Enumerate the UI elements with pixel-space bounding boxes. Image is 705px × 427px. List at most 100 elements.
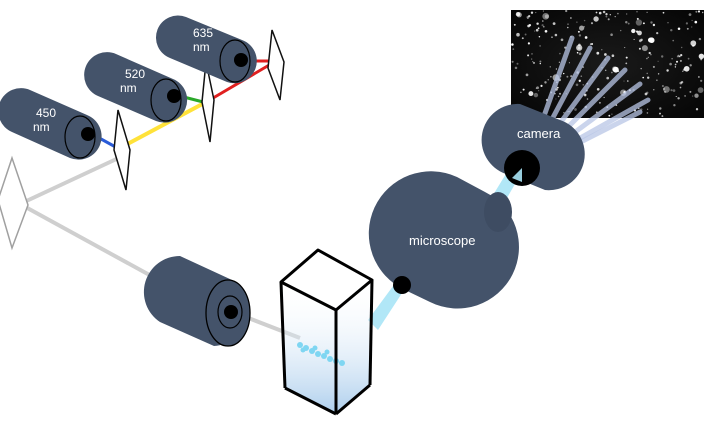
star-dot bbox=[656, 80, 657, 81]
star-dot bbox=[631, 29, 635, 33]
laser-635: 635 nm bbox=[156, 15, 257, 83]
star-dot bbox=[515, 67, 518, 70]
laser-450: 450 nm bbox=[0, 88, 102, 159]
star-dot bbox=[684, 95, 686, 97]
star-dot bbox=[593, 16, 598, 21]
star-dot bbox=[692, 45, 694, 47]
star-dot bbox=[680, 60, 682, 62]
star-dot bbox=[545, 14, 549, 18]
star-dot bbox=[528, 42, 530, 44]
laser-520: 520 nm bbox=[84, 52, 187, 123]
star-dot bbox=[627, 80, 629, 82]
star-dot bbox=[542, 24, 544, 26]
star-dot bbox=[659, 107, 661, 109]
star-dot bbox=[520, 92, 521, 93]
star-dot bbox=[576, 84, 579, 87]
star-dot bbox=[597, 88, 600, 91]
star-dot bbox=[653, 24, 655, 26]
star-dot bbox=[645, 93, 648, 96]
star-dot bbox=[544, 81, 546, 83]
star-dot bbox=[691, 26, 692, 27]
star-dot bbox=[611, 114, 612, 115]
star-dot bbox=[689, 91, 691, 93]
star-dot bbox=[606, 77, 609, 80]
star-dot bbox=[615, 16, 616, 17]
star-dot bbox=[661, 55, 663, 57]
star-dot bbox=[681, 47, 682, 48]
star-dot bbox=[569, 62, 570, 63]
star-dot bbox=[682, 71, 683, 72]
star-dot bbox=[535, 12, 536, 13]
star-dot bbox=[558, 96, 560, 98]
star-dot bbox=[517, 63, 519, 65]
laser-520-unit: nm bbox=[120, 81, 137, 95]
star-dot bbox=[698, 10, 700, 12]
star-dot bbox=[613, 67, 619, 73]
star-dot bbox=[548, 79, 549, 80]
star-dot bbox=[559, 53, 561, 55]
star-dot bbox=[539, 45, 541, 47]
star-dot bbox=[610, 14, 611, 15]
star-dot bbox=[692, 96, 693, 97]
star-dot bbox=[576, 45, 582, 51]
star-dot bbox=[538, 27, 540, 29]
star-dot bbox=[673, 89, 676, 92]
star-dot bbox=[634, 39, 635, 40]
laser-520-wavelength: 520 bbox=[125, 67, 145, 81]
star-dot bbox=[699, 38, 701, 40]
star-dot bbox=[567, 27, 569, 29]
star-dot bbox=[688, 58, 690, 60]
star-dot bbox=[585, 36, 588, 39]
star-dot bbox=[702, 12, 703, 13]
star-dot bbox=[608, 18, 610, 20]
star-dot bbox=[538, 90, 539, 91]
star-dot bbox=[675, 66, 676, 67]
star-dot bbox=[647, 77, 649, 79]
star-dot bbox=[526, 74, 529, 77]
star-dot bbox=[514, 24, 516, 26]
star-dot bbox=[698, 76, 699, 77]
star-dot bbox=[540, 85, 542, 87]
star-dot bbox=[699, 54, 704, 59]
star-dot bbox=[653, 89, 654, 90]
gray-beam-2 bbox=[20, 204, 155, 278]
star-dot bbox=[683, 69, 685, 71]
star-dot bbox=[626, 13, 627, 14]
star-dot bbox=[695, 11, 697, 13]
star-dot bbox=[610, 33, 613, 36]
star-dot bbox=[553, 22, 556, 25]
gray-mirror bbox=[0, 158, 28, 248]
star-dot bbox=[642, 45, 648, 51]
star-dot bbox=[579, 34, 581, 36]
star-dot bbox=[658, 73, 659, 74]
star-dot bbox=[527, 54, 529, 56]
star-dot bbox=[511, 43, 514, 46]
star-dot bbox=[579, 80, 581, 82]
laser-635-wavelength: 635 bbox=[193, 26, 213, 40]
star-dot bbox=[543, 11, 544, 12]
star-dot bbox=[687, 28, 689, 30]
star-dot bbox=[584, 20, 585, 21]
star-dot bbox=[673, 104, 675, 106]
star-dot bbox=[646, 12, 647, 13]
star-dot bbox=[591, 22, 593, 24]
star-dot bbox=[672, 40, 674, 42]
star-dot bbox=[517, 12, 522, 17]
star-dot bbox=[536, 86, 539, 89]
star-dot bbox=[676, 61, 678, 63]
star-dot bbox=[551, 36, 553, 38]
star-dot bbox=[531, 59, 532, 60]
star-dot bbox=[579, 26, 584, 31]
star-dot bbox=[559, 62, 560, 63]
star-dot bbox=[536, 22, 538, 24]
star-dot bbox=[542, 20, 544, 22]
star-dot bbox=[680, 54, 682, 56]
star-dot bbox=[670, 89, 672, 91]
star-dot bbox=[642, 77, 644, 79]
star-dot bbox=[696, 108, 698, 110]
star-dot bbox=[669, 63, 672, 66]
star-dot bbox=[534, 93, 538, 97]
star-dot bbox=[662, 85, 664, 87]
star-dot bbox=[670, 29, 672, 31]
